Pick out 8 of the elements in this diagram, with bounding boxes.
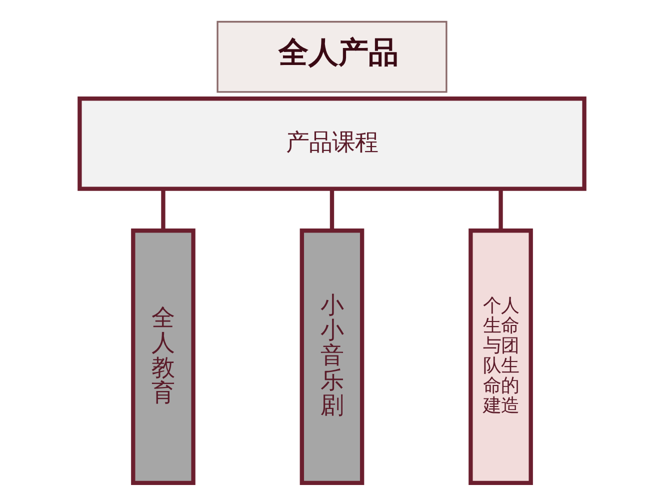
node-box: 产品课程	[78, 96, 586, 191]
node-box: 小小音乐剧	[300, 228, 364, 486]
connector	[498, 188, 503, 230]
connector	[161, 188, 166, 230]
connector	[330, 188, 334, 230]
node-box: 全人教育	[131, 228, 196, 486]
diagram-title: 全人产品	[278, 36, 399, 71]
node-box: 个人生命与团队生命的建造	[468, 228, 533, 486]
